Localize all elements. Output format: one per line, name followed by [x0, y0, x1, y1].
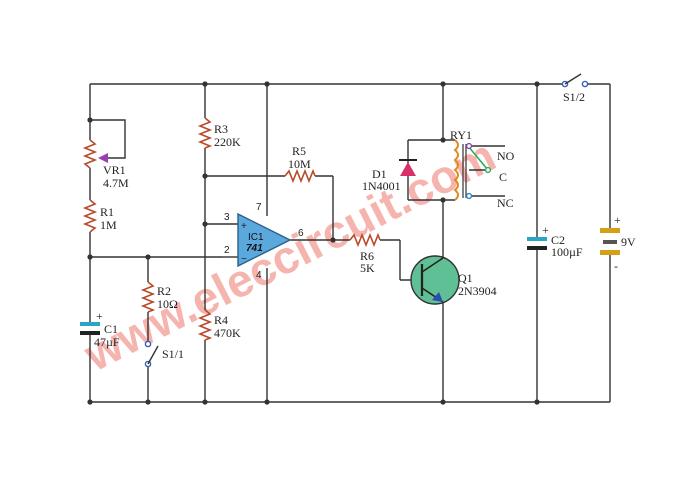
r6-value: 5K	[360, 261, 375, 275]
junction-dots	[87, 81, 540, 405]
battery-value: 9V	[621, 235, 636, 249]
c2-plus: +	[542, 223, 549, 237]
vr1-value: 4.7M	[103, 176, 129, 190]
ry1-no: NO	[497, 149, 515, 163]
ic1-minus: −	[241, 254, 247, 265]
c1-plus: +	[96, 309, 103, 323]
q1-part: 2N3904	[458, 284, 497, 298]
ic1-pin2: 2	[224, 245, 230, 256]
c2-value: 100µF	[551, 245, 583, 259]
ic1-plus: +	[241, 221, 247, 232]
ic1-ref: IC1	[248, 232, 264, 243]
r1-value: 1M	[100, 218, 117, 232]
battery-minus: -	[614, 259, 618, 273]
ry1-nc: NC	[497, 196, 514, 210]
wiper-arrow-icon	[98, 153, 108, 163]
ic1-pin7: 7	[256, 202, 262, 213]
s1-2-switch[interactable]: S1/2	[561, 73, 589, 104]
r5-resistor: R5 10M	[284, 144, 316, 184]
c2-ref: C2	[551, 233, 565, 247]
r6-resistor: R6 5K	[349, 232, 381, 275]
r5-ref: R5	[292, 144, 306, 158]
c2-capacitor: + C2 100µF	[527, 223, 583, 259]
wiring	[89, 83, 611, 403]
ic1-pin6: 6	[298, 228, 304, 239]
r2-ref: R2	[157, 284, 171, 298]
r4-ref: R4	[214, 313, 228, 327]
r2-resistor: R2 10Ω	[140, 281, 178, 313]
s1-1-switch[interactable]: S1/1	[144, 340, 184, 368]
ry1-relay: RY1 NO C NC	[450, 128, 515, 210]
s1-1-ref: S1/1	[162, 347, 184, 361]
s1-2-ref: S1/2	[563, 90, 585, 104]
d1-ref: D1	[372, 167, 387, 181]
ry1-ref: RY1	[450, 128, 472, 142]
q1-transistor: Q1 2N3904	[410, 255, 497, 305]
ry1-c: C	[499, 170, 507, 184]
vr1-potentiometer: VR1 4.7M	[82, 139, 129, 190]
c1-value: 47µF	[94, 335, 120, 349]
r1-resistor: R1 1M	[82, 199, 117, 233]
battery: + - 9V	[600, 213, 636, 273]
emitter-arrow-icon	[432, 292, 443, 302]
r1-ref: R1	[100, 205, 114, 219]
d1-diode: D1 1N4001	[362, 159, 417, 193]
r4-value: 470K	[214, 326, 241, 340]
c1-ref: C1	[104, 322, 118, 336]
ic1-opamp: + − IC1 741 3 2 7 4 6	[222, 202, 304, 281]
r6-ref: R6	[360, 249, 374, 263]
vr1-ref: VR1	[103, 163, 126, 177]
r3-resistor: R3 220K	[197, 117, 241, 149]
r5-value: 10M	[288, 157, 311, 171]
r4-resistor: R4 470K	[197, 309, 241, 341]
r3-value: 220K	[214, 135, 241, 149]
battery-plus: +	[614, 213, 621, 227]
ic1-pin3: 3	[224, 212, 230, 223]
d1-part: 1N4001	[362, 179, 401, 193]
ic1-pin4: 4	[256, 270, 262, 281]
r2-value: 10Ω	[157, 297, 178, 311]
r3-ref: R3	[214, 122, 228, 136]
c1-capacitor: + C1 47µF	[80, 309, 120, 349]
q1-ref: Q1	[458, 271, 473, 285]
ic1-part: 741	[246, 243, 263, 254]
